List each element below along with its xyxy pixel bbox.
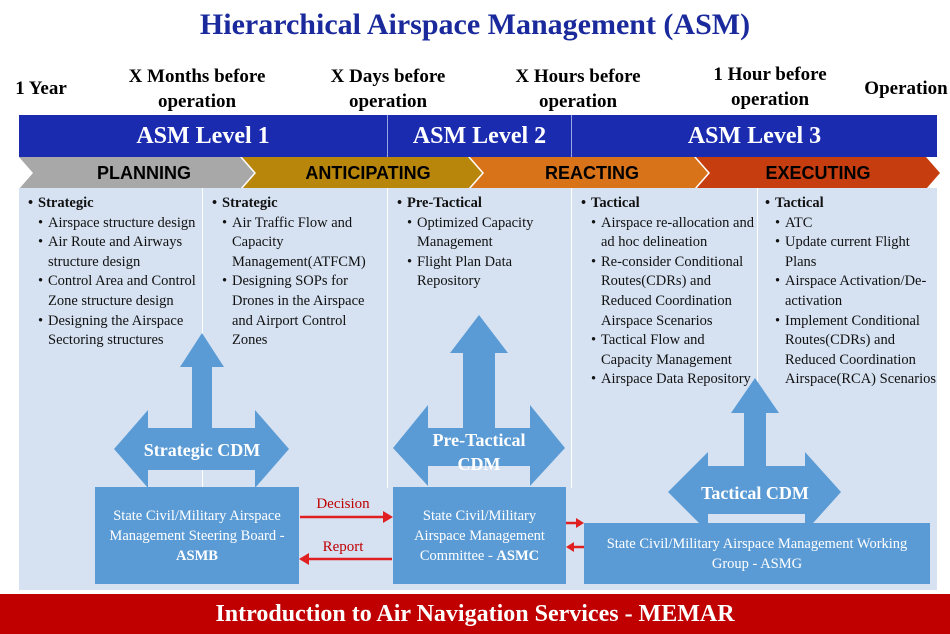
tactical-cdm-label: Tactical CDM [701,483,809,503]
decision-label: Decision [316,496,370,512]
decision-arrowhead-icon [383,511,393,523]
column-heading: Tactical [581,194,756,214]
list-item: Airspace Data Repository [591,370,756,390]
timeline-label-hour: 1 Hour before operation [713,64,827,110]
timeline-label-1-year: 1 Year [15,78,67,99]
column-divider [571,188,572,488]
column-strategic-1: Strategic Airspace structure design Air … [28,194,200,351]
column-divider [387,188,388,488]
list-item: Airspace structure design [38,214,200,234]
timeline-label-hours: X Hours before operation [515,66,641,112]
pretactical-cdm-label: Pre-Tactical CDM [432,430,526,474]
asmg-text: State Civil/Military Airspace Management… [606,535,908,572]
column-heading: Strategic [28,194,200,214]
level-divider [571,115,572,157]
list-item: Implement Conditional Routes(CDRs) and R… [775,312,937,390]
column-tactical-2: Tactical ATC Update current Flight Plans… [765,194,937,390]
list-item: Update current Flight Plans [775,233,937,272]
strategic-cdm-arrow-icon [114,333,289,488]
column-heading: Strategic [212,194,384,214]
report-arrowhead-icon [299,553,309,565]
asmg-box: State Civil/Military Airspace Management… [584,523,930,584]
column-strategic-2: Strategic Air Traffic Flow and Capacity … [212,194,384,351]
asmc-abbr: ASMC [496,547,540,564]
column-heading: Tactical [765,194,937,214]
asmc-box: State Civil/Military Airspace Management… [393,487,566,584]
footer-banner: Introduction to Air Navigation Services … [0,594,950,634]
column-tactical-1: Tactical Airspace re-allocation and ad h… [581,194,756,390]
phase-planning: PLANNING [97,163,191,183]
phase-chevrons: PLANNING ANTICIPATING REACTING EXECUTING [19,157,940,189]
asm-level-1: ASM Level 1 [136,123,270,149]
list-item: Air Route and Airways structure design [38,233,200,272]
asmb-box: State Civil/Military Airspace Management… [95,487,299,584]
column-heading: Pre-Tactical [397,194,567,214]
phase-executing: EXECUTING [765,163,870,183]
report-label: Report [322,539,364,555]
list-item: Control Area and Control Zone structure … [38,272,200,311]
list-item: Tactical Flow and Capacity Management [591,331,756,370]
list-item: Airspace Activation/De-activation [775,272,937,311]
pretactical-cdm-arrow-icon [393,315,565,486]
column-divider [757,188,758,488]
asmg-asmc-arrowhead-icon [566,542,574,552]
list-item: Optimized Capacity Management [407,214,567,253]
list-item: Designing SOPs for Drones in the Airspac… [222,272,384,350]
phase-anticipating-chevron [242,157,482,189]
column-pre-tactical: Pre-Tactical Optimized Capacity Manageme… [397,194,567,292]
diagram-title: Hierarchical Airspace Management (ASM) [199,8,751,41]
list-item: Airspace re-allocation and ad hoc deline… [591,214,756,253]
timeline-label-days: X Days before operation [330,66,446,112]
phase-reacting-chevron [470,157,708,189]
asmb-abbr: ASMB [176,547,218,564]
level-divider [387,115,388,157]
phase-executing-chevron [696,157,940,189]
asm-level-2: ASM Level 2 [412,123,547,149]
tactical-cdm-arrow-icon [668,378,841,532]
list-item: ATC [775,214,937,234]
asmc-asmg-arrowhead-icon [576,518,584,528]
list-item: Designing the Airspace Sectoring structu… [38,312,200,351]
asm-level-3: ASM Level 3 [687,123,822,149]
list-item: Re-consider Conditional Routes(CDRs) and… [591,253,756,331]
list-item: Flight Plan Data Repository [407,253,567,292]
asmc-text: State Civil/Military Airspace Management… [414,507,545,564]
strategic-cdm-label: Strategic CDM [143,440,261,460]
asm-level-bar [19,115,937,157]
timeline-label-operation: Operation [864,78,948,99]
phase-reacting: REACTING [545,163,639,183]
phase-anticipating: ANTICIPATING [305,163,430,183]
asmb-text: State Civil/Military Airspace Management… [109,507,285,544]
timeline-label-months: X Months before operation [128,66,266,112]
phase-planning-chevron [19,157,254,189]
list-item: Air Traffic Flow and Capacity Management… [222,214,384,273]
